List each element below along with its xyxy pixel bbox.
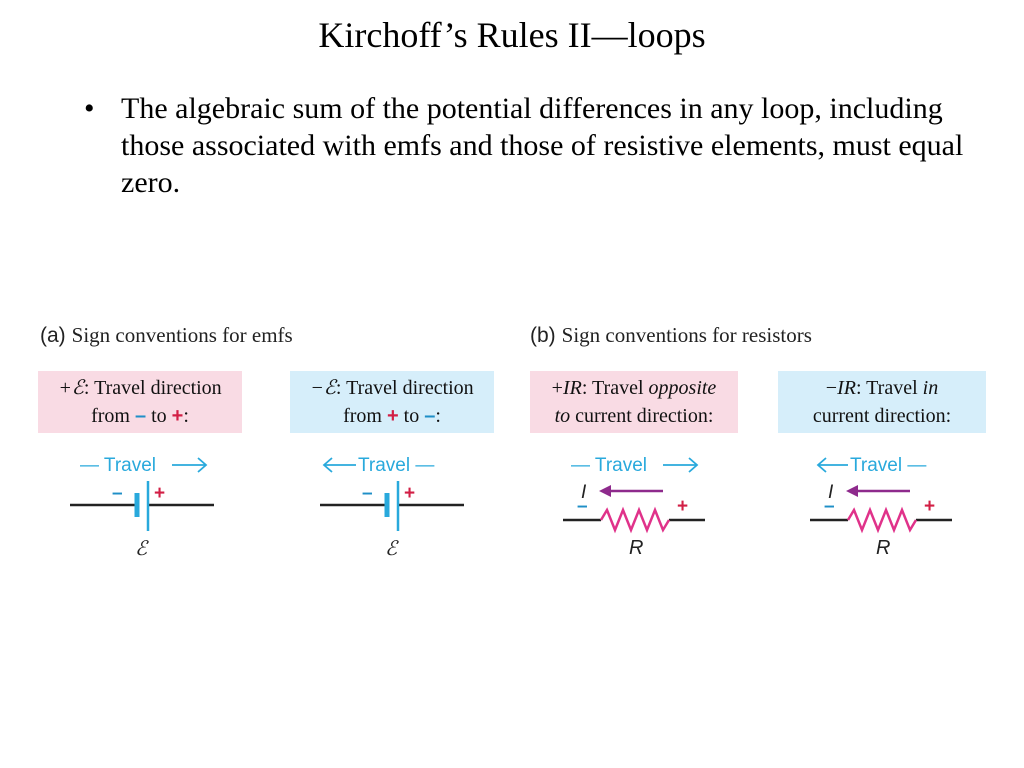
- resistor-symbol-label: R: [876, 537, 890, 559]
- ir-minus-sign: −: [825, 377, 838, 399]
- travel-label: Travel —: [850, 455, 926, 476]
- bullet-text: The algebraic sum of the potential diffe…: [121, 92, 964, 199]
- plus-terminal-label: +: [154, 483, 165, 504]
- emf-minus-from-sign: +: [386, 405, 399, 427]
- ir-minus-line1: −IR: Travel in: [778, 374, 986, 402]
- travel-label: — Travel: [80, 455, 156, 476]
- figure-b-caption: Sign conventions for resistors: [561, 323, 812, 347]
- emf-plus-line1: +ℰ: Travel direction: [38, 374, 242, 402]
- minus-terminal-label: –: [362, 483, 373, 504]
- emf-minus-diagram: Travel — – + ℰ: [320, 455, 464, 560]
- ir-plus-emph1: opposite: [648, 377, 717, 399]
- emf-plus-line1-text: : Travel direction: [83, 377, 222, 399]
- bullet-marker: •: [84, 92, 95, 125]
- ir-plus-symbol: IR: [562, 377, 582, 399]
- emf-minus-to: to: [398, 405, 425, 427]
- emf-minus-sign: −ℰ: [310, 377, 336, 399]
- ir-plus-emph2: to: [554, 405, 571, 427]
- ir-minus-emph1: in: [922, 377, 939, 399]
- emf-plus-from-sign: –: [134, 405, 147, 427]
- travel-arrow-left-icon: [816, 457, 848, 473]
- ir-plus-line2-text: current direction:: [570, 405, 714, 427]
- emf-plus-sign: +ℰ: [58, 377, 84, 399]
- current-label: I: [828, 482, 834, 503]
- plus-terminal-label: +: [677, 496, 688, 517]
- emf-symbol-label: ℰ: [385, 538, 399, 560]
- travel-arrow-left-icon: [322, 457, 356, 473]
- emf-minus-line1-text: : Travel direction: [335, 377, 474, 399]
- ir-minus-line2: current direction:: [778, 402, 986, 430]
- travel-arrow-right-icon: [172, 457, 208, 473]
- emf-plus-convention-box: +ℰ: Travel direction from – to +:: [38, 371, 242, 433]
- current-arrow-left-icon: [599, 485, 663, 497]
- figure-a-letter: (a): [40, 324, 66, 347]
- ir-plus-line1-text: : Travel: [581, 377, 649, 399]
- emf-minus-end: :: [435, 405, 441, 427]
- emf-plus-end: :: [183, 405, 189, 427]
- emf-plus-diagram: — Travel – + ℰ: [70, 455, 214, 560]
- emf-minus-to-sign: –: [424, 405, 436, 427]
- travel-arrow-right-icon: [663, 457, 699, 473]
- ir-plus-convention-box: +IR: Travel opposite to current directio…: [530, 371, 738, 433]
- emf-minus-from: from: [343, 405, 387, 427]
- current-arrow-left-icon: [846, 485, 910, 497]
- resistor-zigzag-icon: [599, 506, 671, 534]
- emf-minus-convention-box: −ℰ: Travel direction from + to –:: [290, 371, 494, 433]
- bullet-list: • The algebraic sum of the potential dif…: [84, 90, 964, 201]
- figure-a-heading: (a)Sign conventions for emfs: [40, 323, 293, 348]
- figure-b-heading: (b)Sign conventions for resistors: [530, 323, 812, 348]
- emf-minus-line2: from + to –:: [290, 402, 494, 430]
- emf-symbol-label: ℰ: [135, 538, 149, 560]
- ir-minus-convention-box: −IR: Travel in current direction:: [778, 371, 986, 433]
- ir-minus-line2-text: current direction:: [812, 405, 952, 427]
- ir-minus-diagram: Travel — I – + R: [810, 455, 952, 559]
- ir-plus-sign: +: [551, 377, 563, 399]
- emf-plus-to: to: [146, 405, 172, 427]
- emf-plus-line2: from – to +:: [38, 402, 242, 430]
- minus-terminal-label: –: [824, 496, 835, 517]
- ir-plus-line2: to current direction:: [530, 402, 738, 430]
- plus-terminal-label: +: [924, 496, 935, 517]
- travel-label: Travel —: [358, 455, 434, 476]
- current-label: I: [581, 482, 587, 503]
- travel-label: — Travel: [571, 455, 647, 476]
- plus-terminal-label: +: [404, 483, 415, 504]
- emf-minus-line1: −ℰ: Travel direction: [290, 374, 494, 402]
- emf-plus-to-sign: +: [171, 405, 184, 427]
- ir-plus-diagram: — Travel I – + R: [563, 455, 705, 559]
- bullet-item: • The algebraic sum of the potential dif…: [84, 90, 964, 201]
- figure-b-letter: (b): [530, 324, 556, 347]
- ir-minus-symbol: IR: [837, 377, 856, 399]
- minus-terminal-label: –: [577, 496, 588, 517]
- ir-plus-line1: +IR: Travel opposite: [530, 374, 738, 402]
- resistor-symbol-label: R: [629, 537, 643, 559]
- emf-plus-from: from: [91, 405, 135, 427]
- figure-a-caption: Sign conventions for emfs: [71, 323, 293, 347]
- resistor-zigzag-icon: [846, 506, 918, 534]
- minus-terminal-label: –: [112, 483, 123, 504]
- ir-minus-line1-text: : Travel: [855, 377, 923, 399]
- slide-title: Kirchoff’s Rules II—loops: [318, 15, 706, 55]
